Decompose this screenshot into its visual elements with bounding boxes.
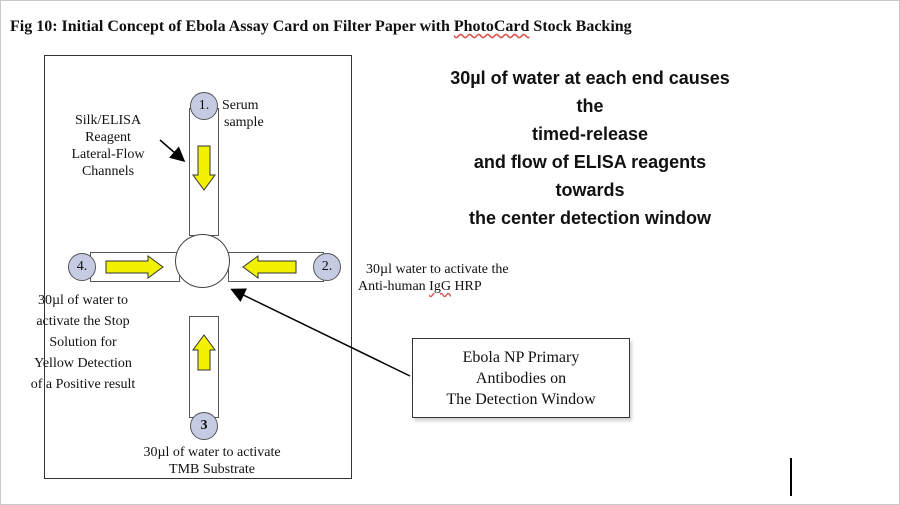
figure-title-flagged-word[interactable]: PhotoCard	[453, 18, 530, 35]
antibodies-callout-box: Ebola NP Primary Antibodies on The Detec…	[412, 338, 630, 418]
port-1: 1.	[190, 92, 218, 120]
channels-label: Silk/ELISA Reagent Lateral-Flow Channels	[71, 113, 145, 179]
flagged-word-igg[interactable]: IgG	[429, 279, 451, 294]
channels-pointer-arrow	[159, 139, 186, 162]
serum-sample-label: Serum sample	[222, 98, 264, 130]
assay-card-outline	[44, 55, 352, 479]
detection-window	[175, 234, 230, 288]
port-2-label: 30µl water to activate the Anti-human Ig…	[358, 262, 509, 294]
port-4: 4.	[68, 253, 96, 281]
arrow-left-icon	[242, 255, 297, 279]
figure-title-suffix: Stock Backing	[529, 18, 632, 35]
figure-title: Fig 10: Initial Concept of Ebola Assay C…	[10, 18, 632, 36]
port-4-label: 30µl of water to activate the Stop Solut…	[30, 293, 136, 392]
arrow-right-icon	[105, 255, 164, 279]
callout-pointer-arrow	[230, 288, 411, 377]
figure-title-prefix: Fig 10: Initial Concept of Ebola Assay C…	[10, 18, 454, 35]
arrow-up-icon	[192, 334, 216, 371]
arrow-down-icon	[192, 145, 216, 191]
port-2: 2.	[313, 253, 341, 281]
description-text: 30µl of water at each end causes the tim…	[450, 68, 730, 228]
port-3-label: 30µl of water to activate TMB Substrate	[143, 445, 281, 477]
port-3: 3	[190, 412, 218, 440]
text-cursor	[790, 458, 792, 496]
